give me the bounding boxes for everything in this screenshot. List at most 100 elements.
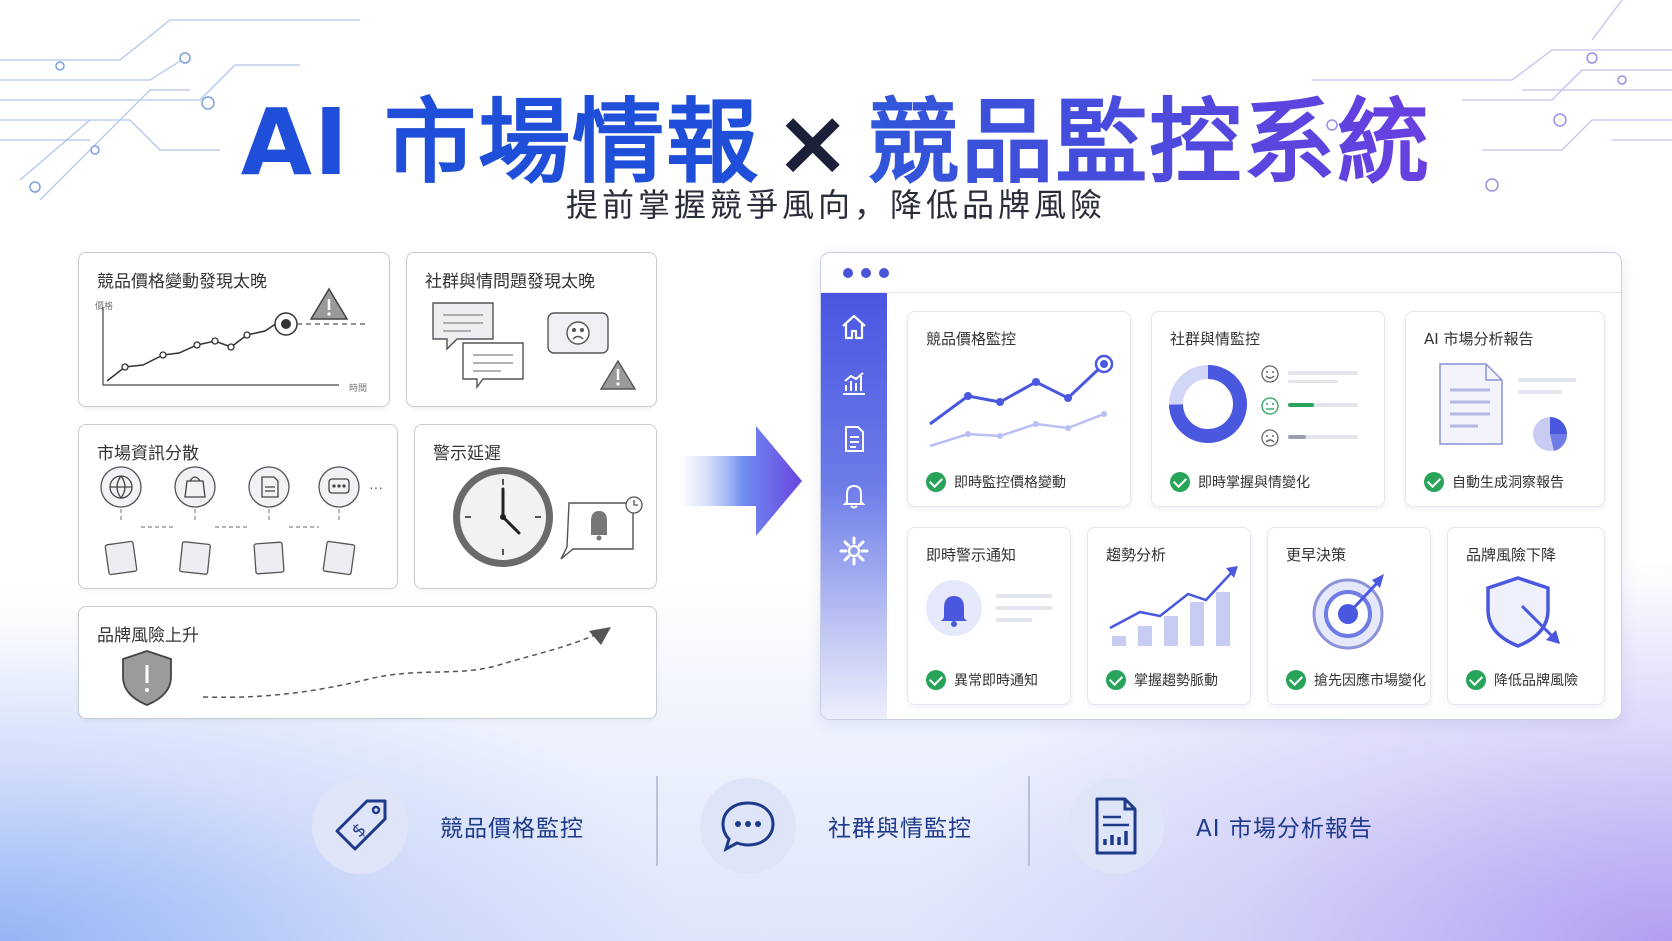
page-subtitle: 提前掌握競爭風向，降低品牌風險	[565, 186, 1106, 224]
panel-title: 即時警示通知	[926, 546, 1017, 564]
report-illustration	[1439, 363, 1576, 451]
axis-label-time: 時間	[349, 384, 368, 394]
bottom-label: AI 市場分析報告	[1196, 816, 1373, 842]
paper-icon	[253, 541, 285, 575]
panel-feature: 即時掌握與情變化	[1170, 472, 1310, 492]
trend-bar-chart	[1109, 566, 1238, 646]
window-dot	[861, 268, 871, 278]
shopping-bag-icon	[174, 466, 216, 508]
panel-title: AI 市場分析報告	[1424, 330, 1534, 348]
paper-icon	[179, 541, 211, 575]
check-icon	[926, 472, 946, 492]
panel-social-monitoring[interactable]: 社群與情監控 即時掌握與情變化	[1151, 311, 1385, 507]
feature-label: 異常即時通知	[954, 673, 1038, 689]
panel-earlier-decisions[interactable]: 更早決策 搶先因應市場變化	[1267, 527, 1431, 705]
panel-title: 品牌風險下降	[1466, 546, 1557, 564]
bar-chart-icon[interactable]	[838, 367, 870, 399]
panel-trend-analysis[interactable]: 趨勢分析 掌握趨勢脈動	[1087, 527, 1251, 705]
problem-card-scattered-info: 市場資訊分散 ···	[78, 424, 398, 589]
bell-icon[interactable]	[838, 479, 870, 511]
title-times-sign: ×	[774, 89, 854, 196]
alert-illustration	[926, 580, 1052, 636]
social-bubbles-illustration	[432, 302, 637, 390]
feature-label: 即時監控價格變動	[954, 475, 1066, 491]
bottom-feature-report[interactable]: AI 市場分析報告	[1068, 778, 1373, 874]
shield-down-icon	[1486, 576, 1560, 648]
panel-title: 社群與情監控	[1170, 330, 1261, 348]
bottom-feature-price[interactable]: $ 競品價格監控	[312, 778, 584, 874]
report-icon	[1068, 778, 1164, 874]
gear-icon[interactable]	[838, 535, 870, 567]
window-dot	[843, 268, 853, 278]
panel-title: 競品價格監控	[926, 330, 1017, 348]
check-icon	[1106, 670, 1126, 690]
bottom-label: 競品價格監控	[440, 816, 584, 842]
bell-icon	[587, 511, 611, 535]
divider	[656, 776, 658, 866]
check-icon	[1424, 472, 1444, 492]
panel-feature: 異常即時通知	[926, 670, 1038, 690]
divider	[1028, 776, 1030, 866]
card-title: 競品價格變動發現太晚	[97, 272, 267, 292]
paper-icon	[104, 540, 138, 576]
panel-feature: 掌握趨勢脈動	[1106, 670, 1218, 690]
scattered-sources-illustration	[100, 466, 360, 576]
title-part-competitor-monitoring: 競品監控系統	[867, 89, 1432, 196]
price-tag-icon: $	[312, 778, 408, 874]
sentiment-faces-icon	[1261, 365, 1279, 447]
alert-delay-illustration	[453, 467, 643, 567]
price-line-chart	[929, 354, 1114, 448]
feature-label: 降低品牌風險	[1494, 673, 1578, 689]
document-icon[interactable]	[838, 423, 870, 455]
bottom-label: 社群與情監控	[828, 816, 972, 842]
home-icon[interactable]	[838, 311, 870, 343]
problem-card-price-late: 競品價格變動發現太晚 價格 時間	[78, 252, 390, 407]
brand-risk-illustration	[122, 627, 611, 706]
axis-label-price: 價格	[95, 302, 114, 312]
bell-icon	[941, 596, 967, 621]
page-title: AI 市場情報×競品監控系統	[0, 68, 1672, 201]
window-titlebar	[821, 253, 1621, 293]
dashboard-sidebar	[821, 293, 887, 719]
panel-feature: 自動生成洞察報告	[1424, 472, 1564, 492]
chat-bubble-icon	[700, 778, 796, 874]
panel-title: 趨勢分析	[1106, 546, 1167, 564]
card-title: 社群與情問題發現太晚	[425, 272, 595, 292]
feature-label: 即時掌握與情變化	[1198, 475, 1310, 491]
transition-arrow-icon	[684, 426, 802, 536]
target-icon	[1312, 574, 1384, 650]
check-icon	[1286, 670, 1306, 690]
check-icon	[1170, 472, 1190, 492]
ellipsis-more: ···	[369, 479, 383, 495]
sentiment-donut-chart	[1169, 365, 1358, 447]
card-title: 市場資訊分散	[97, 444, 199, 464]
feature-label: 搶先因應市場變化	[1314, 673, 1426, 689]
window-dot	[879, 268, 889, 278]
dashboard-window: 競品價格監控 即時監控價格變動 社群與情監控	[820, 252, 1622, 720]
panel-feature: 即時監控價格變動	[926, 472, 1066, 492]
bottom-feature-social[interactable]: 社群與情監控	[700, 778, 972, 874]
check-icon	[1466, 670, 1486, 690]
check-icon	[926, 670, 946, 690]
rising-risk-line	[202, 632, 600, 699]
problem-card-social-late: 社群與情問題發現太晚	[406, 252, 657, 407]
panel-price-monitoring[interactable]: 競品價格監控 即時監控價格變動	[907, 311, 1131, 507]
chat-bubble-icon	[432, 302, 494, 351]
card-title: 品牌風險上升	[97, 626, 199, 646]
feature-label: 掌握趨勢脈動	[1134, 673, 1218, 689]
panel-instant-alerts[interactable]: 即時警示通知 異常即時通知	[907, 527, 1071, 705]
paper-icon	[322, 540, 356, 576]
title-part-ai-market-intel: AI 市場情報	[240, 89, 761, 196]
late-price-chart	[102, 287, 369, 386]
document-icon	[1439, 363, 1503, 445]
chat-bubble-icon	[462, 342, 524, 390]
panel-brand-risk-down[interactable]: 品牌風險下降 降低品牌風險	[1447, 527, 1605, 705]
panel-ai-report[interactable]: AI 市場分析報告 自動生成洞察報告	[1405, 311, 1605, 507]
problem-card-alert-delay: 警示延遲	[414, 424, 657, 589]
panel-title: 更早決策	[1286, 546, 1347, 564]
problem-card-brand-risk: 品牌風險上升	[78, 606, 657, 719]
panel-feature: 搶先因應市場變化	[1286, 670, 1426, 690]
feature-label: 自動生成洞察報告	[1452, 475, 1564, 491]
panel-feature: 降低品牌風險	[1466, 670, 1578, 690]
card-title: 警示延遲	[433, 444, 501, 464]
